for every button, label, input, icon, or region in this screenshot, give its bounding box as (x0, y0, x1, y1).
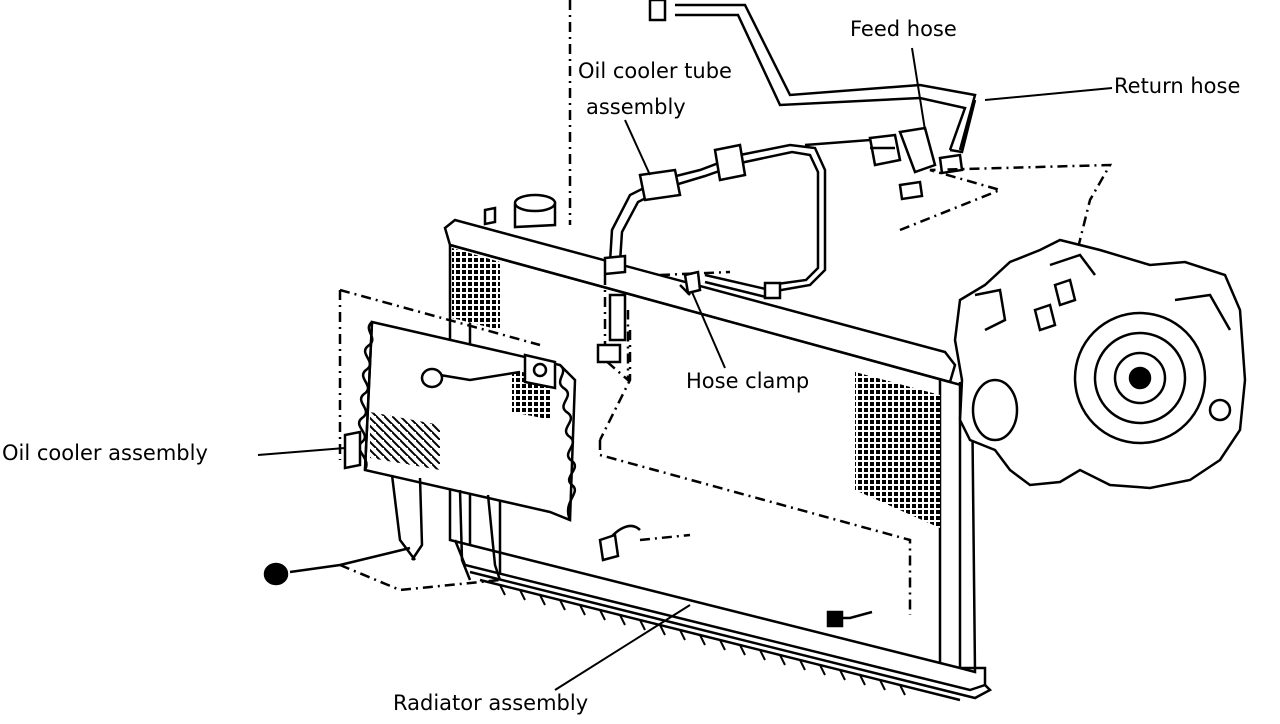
leader-hose-clamp (691, 291, 726, 369)
transmission-housing (953, 238, 1247, 490)
leader-feed-hose (911, 47, 926, 131)
leader-oil-cooler-assembly (257, 447, 346, 456)
oil-cooler-assembly-label: Oil cooler assembly (2, 441, 208, 465)
feed-hose-label: Feed hose (850, 17, 957, 41)
hose-assembly (648, 0, 1113, 261)
radiator-assembly (443, 193, 993, 702)
oil-cooler-assembly (263, 288, 912, 615)
leader-radiator-assembly (554, 604, 691, 691)
hose-clamp (659, 270, 731, 296)
hose-clamp-label: Hose clamp (686, 369, 810, 393)
oil-cooler-tube-label-line1: Oil cooler tube (578, 59, 732, 83)
leader-oil-cooler-tube (624, 119, 651, 176)
leader-lines (257, 47, 1113, 691)
oil-cooler-tube-assembly (568, 0, 902, 383)
radiator-assembly-label: Radiator assembly (393, 691, 589, 715)
return-hose-label: Return hose (1114, 74, 1241, 98)
oil-cooler-tube-label-line2: assembly (586, 95, 686, 119)
leader-return-hose (984, 87, 1113, 101)
